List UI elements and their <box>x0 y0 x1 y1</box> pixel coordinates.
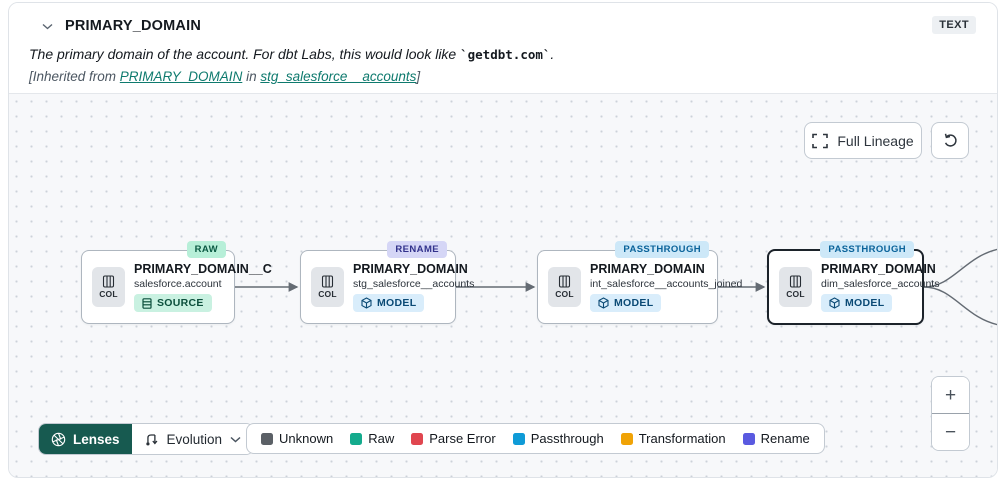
node-title: PRIMARY_DOMAIN <box>590 262 705 276</box>
column-icon <box>558 275 571 288</box>
model-cube-icon <box>829 297 840 309</box>
evolution-legend: Unknown Raw Parse Error Passthrough Tran… <box>246 423 825 454</box>
legend-swatch <box>261 432 273 445</box>
lineage-canvas[interactable]: Full Lineage RAW COL PRIMARY_DOMAIN__C s… <box>9 94 997 477</box>
evolution-badge: RENAME <box>387 241 447 258</box>
column-description: The primary domain of the account. For d… <box>29 46 555 62</box>
column-icon <box>789 275 802 288</box>
lenses-button[interactable]: Lenses <box>39 424 132 454</box>
lens-dropdown[interactable]: Evolution <box>131 424 254 454</box>
evolution-badge: RAW <box>186 241 226 258</box>
column-type-box: COL <box>92 267 125 307</box>
inherited-column-link[interactable]: PRIMARY_DOMAIN <box>119 69 243 84</box>
refresh-button[interactable] <box>931 122 969 159</box>
column-type-box: COL <box>548 267 581 307</box>
description-code: `getdbt.com` <box>460 47 551 62</box>
column-icon <box>102 275 115 288</box>
model-cube-icon <box>598 297 609 309</box>
legend-swatch <box>742 432 755 445</box>
legend-item-unknown: Unknown <box>261 431 333 446</box>
lineage-node-staging[interactable]: RENAME COL PRIMARY_DOMAIN stg_salesforce… <box>300 241 474 324</box>
resource-type-badge: MODEL <box>353 294 425 312</box>
lineage-node-dimension-selected[interactable]: PASSTHROUGH COL PRIMARY_DOMAIN dim_sales… <box>767 241 939 325</box>
lenses-control: Lenses Evolution <box>38 423 255 455</box>
zoom-controls: + − <box>931 376 970 451</box>
evolution-badge: PASSTHROUGH <box>615 241 709 258</box>
legend-item-transformation: Transformation <box>620 431 726 446</box>
legend-item-raw: Raw <box>350 431 394 446</box>
lenses-label: Lenses <box>73 431 120 447</box>
selected-lens-label: Evolution <box>166 431 223 447</box>
page-title: PRIMARY_DOMAIN <box>65 18 201 34</box>
full-lineage-label: Full Lineage <box>837 132 914 149</box>
refresh-icon <box>942 132 959 149</box>
legend-item-passthrough: Passthrough <box>512 431 604 446</box>
evolution-badge: PASSTHROUGH <box>820 241 914 258</box>
chevron-down-icon <box>42 23 53 30</box>
node-subtitle: dim_salesforce_accounts <box>821 278 940 290</box>
lineage-node-source[interactable]: RAW COL PRIMARY_DOMAIN__C salesforce.acc… <box>81 241 272 324</box>
chevron-down-icon <box>230 436 241 443</box>
legend-swatch <box>620 432 633 445</box>
legend-item-parse-error: Parse Error <box>411 431 496 446</box>
column-type-box: COL <box>311 267 344 307</box>
resource-type-badge: MODEL <box>821 294 893 312</box>
expand-brackets-icon <box>812 133 829 149</box>
legend-swatch <box>350 432 363 445</box>
resource-type-badge: MODEL <box>590 294 662 312</box>
node-subtitle: stg_salesforce__accounts <box>353 278 475 290</box>
column-type-box: COL <box>779 267 812 307</box>
legend-item-rename: Rename <box>742 431 810 446</box>
zoom-in-button[interactable]: + <box>932 377 969 414</box>
column-lineage-panel: PRIMARY_DOMAIN TEXT The primary domain o… <box>8 2 998 478</box>
inherited-model-link[interactable]: stg_salesforce__accounts <box>260 69 417 84</box>
evolution-icon <box>144 432 159 447</box>
node-title: PRIMARY_DOMAIN <box>353 262 468 276</box>
node-subtitle: int_salesforce__accounts_joined <box>590 278 743 290</box>
column-type-badge: TEXT <box>932 16 976 34</box>
model-cube-icon <box>361 297 372 309</box>
source-database-icon <box>142 297 152 309</box>
column-header: PRIMARY_DOMAIN TEXT The primary domain o… <box>9 3 997 94</box>
collapse-chevron-button[interactable] <box>38 17 56 35</box>
legend-swatch <box>411 432 424 445</box>
inherited-from-line: [Inherited from PRIMARY_DOMAIN in stg_sa… <box>29 69 421 84</box>
node-title: PRIMARY_DOMAIN__C <box>134 262 272 276</box>
full-lineage-button[interactable]: Full Lineage <box>804 122 922 159</box>
column-icon <box>321 275 334 288</box>
lineage-node-intermediate[interactable]: PASSTHROUGH COL PRIMARY_DOMAIN int_sales… <box>537 241 742 324</box>
node-title: PRIMARY_DOMAIN <box>821 262 936 276</box>
node-subtitle: salesforce.account <box>134 278 222 290</box>
legend-swatch <box>512 432 525 445</box>
aperture-icon <box>51 432 66 447</box>
zoom-out-button[interactable]: − <box>932 414 969 450</box>
resource-type-badge: SOURCE <box>134 294 212 312</box>
